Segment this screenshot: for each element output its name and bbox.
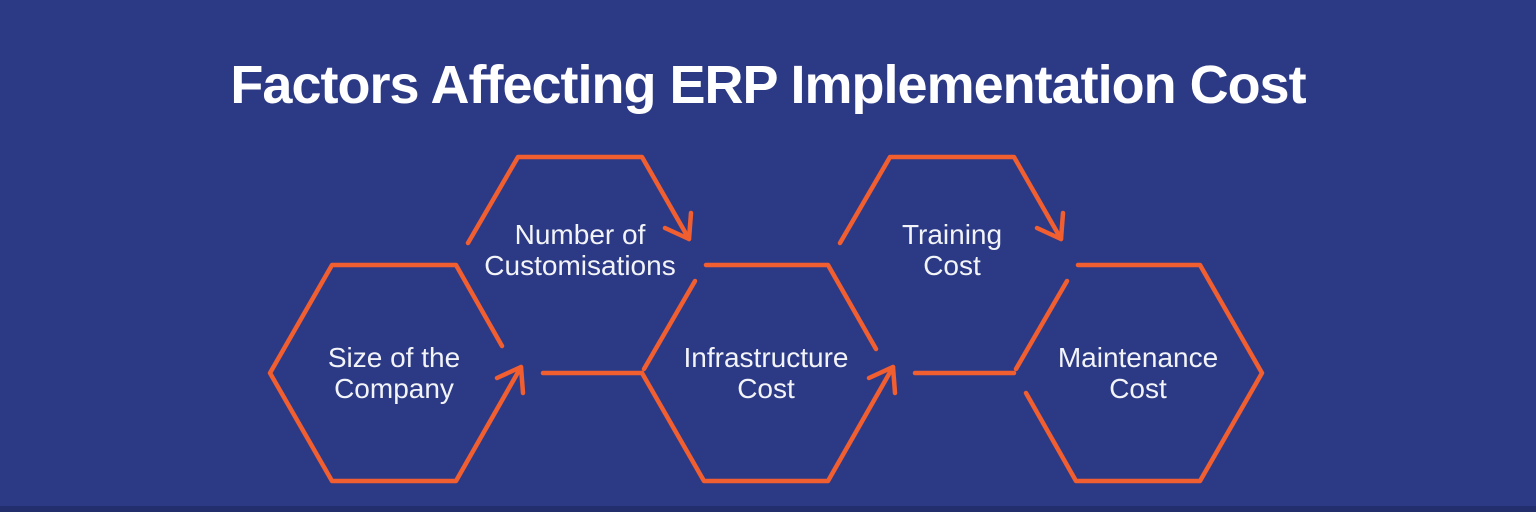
arrow-down-right-icon [662,210,694,242]
label-line: Company [334,373,454,404]
bottom-edge-shadow [0,506,1536,512]
hexagon-outline-number-of-customisations [465,154,692,246]
hexagon-outline-infrastructure-cost-top [703,262,879,352]
label-line: Cost [923,250,981,281]
arrow-down-right-icon [1034,210,1066,242]
arrow-up-right-icon [494,364,526,396]
hexagon-label-number-of-customisations: Number of Customisations [484,219,675,281]
hexagon-outline-maintenance-cost [1023,262,1265,484]
arrow-up-right-icon [866,364,898,396]
label-line: Number of [514,219,646,250]
hexagon-outline-infrastructure-cost-bottom [639,364,896,484]
label-line: Customisations [484,250,676,281]
label-line: Training [901,219,1003,250]
hexagon-label-training-cost: Training Cost [902,219,1002,281]
hexagon-label-size-of-the-company: Size of the Company [328,342,460,404]
page-title: Factors Affecting ERP Implementation Cos… [230,55,1306,115]
label-line: Size of the [327,342,461,373]
hexagon-outline-size-of-the-company [267,262,524,484]
hexagon-shared-edge-4-5 [1013,278,1070,372]
label-line: Cost [737,373,795,404]
hexagon-label-infrastructure-cost: Infrastructure Cost [684,342,849,404]
label-line: Cost [1109,373,1167,404]
label-line: Maintenance [1057,342,1219,373]
hexagon-label-maintenance-cost: Maintenance Cost [1058,342,1218,404]
label-line: Infrastructure [683,342,849,373]
hexagon-shared-edge-2-3 [641,278,698,372]
hexagon-outline-training-cost [837,154,1064,246]
